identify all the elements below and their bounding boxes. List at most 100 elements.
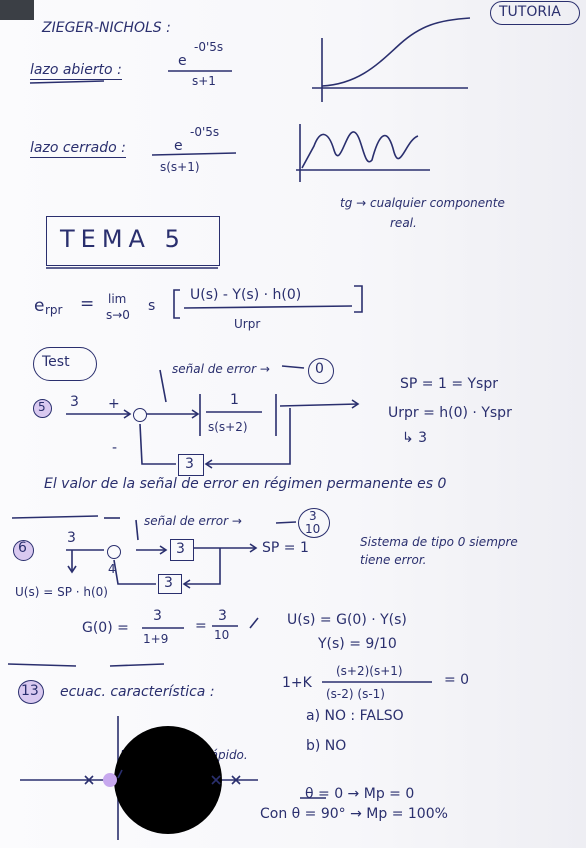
q5-error-circle [308,358,334,384]
formula-numerator: U(s) - Y(s) · h(0) [190,287,302,303]
q5-minus: - [112,440,118,456]
note-line-1: tg → cualquier componente [340,196,505,210]
open-loop-label: lazo abierto : [30,62,122,80]
formula-fraction-bar [183,305,353,309]
q5-feedback-block [178,454,204,476]
q13-label: ecuac. característica : [60,684,215,700]
q6-forward-arrowhead [159,545,168,555]
q6-g-den2: 10 [214,628,230,642]
closed-loop-fraction-bar [151,152,237,156]
q6-y-val: Y(s) = 9/10 [318,636,397,652]
q5-feedback-arrowhead [204,459,213,469]
q5-feedback-line [206,408,291,465]
open-loop-exp: -0'5s [194,40,224,54]
q13-expr-rhs: = 0 [444,672,470,688]
closed-loop-den: s(s+1) [160,160,200,174]
q6-error-arrow [275,521,297,524]
formula-eq: = [80,294,95,314]
closed-loop-oscillation [301,131,419,169]
q13-theta0: θ = 0 → Mp = 0 [305,786,415,802]
q5-block-walls [199,394,277,436]
section-title: TEMA 5 [60,225,186,253]
q5-forward-arrowhead [191,409,200,419]
q6-g-num1: 3 [153,608,162,624]
q5-feedback: 3 [185,456,194,472]
q6-feedback-return [113,559,156,585]
tutoria-tag-text: TUTORIA [499,4,561,20]
formula-left-bracket [173,289,180,319]
formula-lim-sub: s→0 [106,308,130,322]
section-title-box [46,216,220,266]
q5-urpr2: ↳ 3 [402,430,428,446]
q13-answer-b: b) NO [306,738,347,754]
q13-expr-num: (s+2)(s+1) [336,664,403,678]
q6-u-eq: U(s) = SP · h(0) [15,585,108,599]
q6-input-down-arrowhead [67,565,77,574]
q6-error-circle [298,508,330,538]
q5-number-circle [33,399,52,418]
root-locus-zero-x-1 [84,775,94,785]
q6-feedback-arrowhead [182,579,191,589]
q5-input-arrowhead [123,409,132,419]
q5-input: 3 [70,394,79,410]
open-loop-underline [29,80,105,84]
q6-error-label: señal de error → [144,514,242,528]
q6-g-num2: 3 [218,608,227,624]
q6-error-den: 10 [305,522,321,536]
q13-number: 13 [21,683,39,699]
q6-feedback: 3 [164,575,173,591]
q6-system-note-1: Sistema de tipo 0 siempre [360,535,518,549]
rupture-pointer [117,769,123,779]
closed-loop-num: e [174,138,183,154]
q6-u-rel: U(s) = G(0) · Y(s) [287,612,407,628]
q6-system-note-2: tiene error. [360,553,427,567]
rupture-point [103,773,117,787]
divider-2b [109,663,165,667]
divider-2 [7,663,77,667]
test-label: Test [42,354,70,370]
q6-four: 4 [108,562,116,576]
q6-g-lhs: G(0) = [82,620,129,636]
q13-expr-den: (s-2) (s-1) [326,687,385,701]
formula-lhs: e [34,296,45,316]
q5-summer [133,408,147,422]
q5-urpr: Urpr = h(0) · Yspr [388,405,512,421]
q5-feedback-return [139,423,176,465]
q5-conclusion: El valor de la señal de error en régimen… [44,476,447,492]
q6-error-pointer [135,519,139,541]
open-loop-num: e [178,53,187,69]
q6-number: 6 [18,540,27,556]
q5-plus: + [108,396,120,412]
formula-lim: lim [108,292,127,306]
test-badge [33,347,97,381]
q5-block-num: 1 [230,392,239,408]
q6-number-circle [13,540,34,561]
note-line-2: real. [390,216,417,230]
q5-output-arrowhead [351,399,360,409]
q5-error-label: señal de error → [172,362,270,376]
q5-error-value: 0 [315,361,324,377]
formula-lhs-sub: rpr [45,303,63,317]
divider-1 [11,515,99,519]
q5-number: 5 [38,400,46,414]
q6-feedback-line [184,548,221,585]
open-loop-step-response [321,17,471,87]
formula-right-bracket [354,285,363,313]
closed-loop-label: lazo cerrado : [30,140,126,158]
root-locus-pole-x-2 [231,775,241,785]
closed-loop-exp: -0'5s [190,125,220,139]
q5-error-arrow [281,365,305,369]
q6-feedback-block [158,574,182,594]
q6-input: 3 [67,530,76,546]
q5-sp: SP = 1 = Yspr [400,376,498,392]
q5-block-den: s(s+2) [208,420,248,434]
dark-corner [0,0,34,20]
root-locus-pole-x-1 [211,775,221,785]
q5-output-arrow [279,403,359,407]
q13-expr-lhs: 1+K [282,675,312,691]
q6-block [170,539,194,561]
q6-g-eq: = [195,618,207,634]
root-locus-circle [114,726,222,834]
